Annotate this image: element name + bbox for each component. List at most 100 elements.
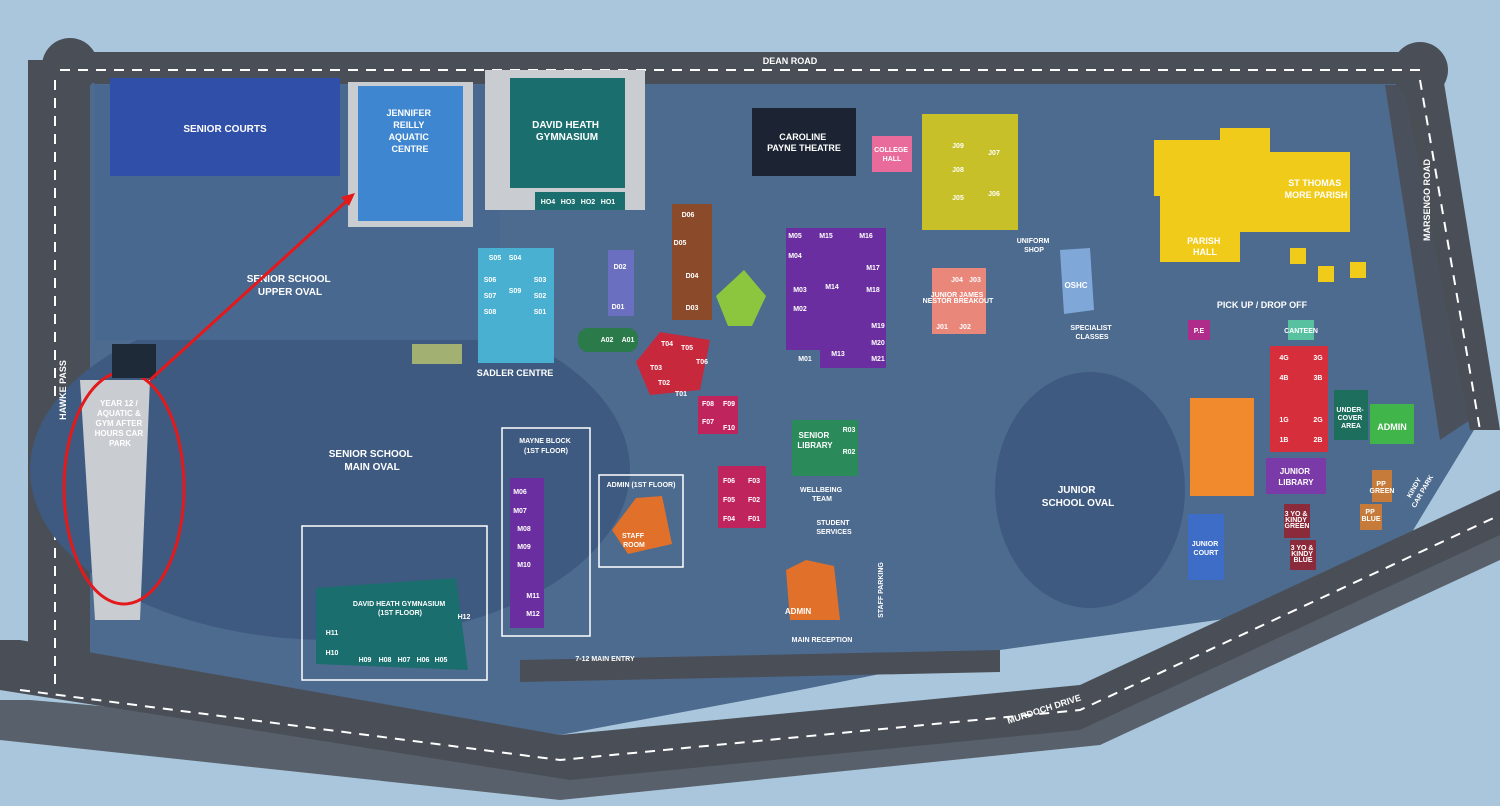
pickup-dropoff-label: PICK UP / DROP OFF [1217,300,1308,310]
room-label: M21 [871,356,885,363]
room-label: S09 [509,288,522,295]
main-reception-label: MAIN RECEPTION [792,637,853,644]
t-block [636,332,710,395]
caroline-payne-theatre [752,108,856,176]
mayne-block-frame [501,427,591,637]
room-label: F02 [748,497,760,504]
staff-parking-label: STAFF PARKING [878,562,885,618]
room-label: R03 [843,427,856,434]
room-label: S05 [489,255,502,262]
room-label: F03 [748,478,760,485]
senior-main-oval [30,300,630,640]
room-label: H08 [379,657,392,664]
d-annex [608,250,634,316]
room-label: J07 [988,150,1000,157]
admin-first-floor-frame [598,474,684,568]
j-block [922,114,1018,230]
room-label: M13 [831,351,845,358]
room-label: F08 [702,401,714,408]
room-label: H10 [326,650,339,657]
junior-admin-label: ADMIN [1377,422,1407,432]
room-label: D06 [682,212,695,219]
marsengo-road-label: MARSENGO ROAD [1422,159,1432,242]
room-label: H09 [359,657,372,664]
st-thomas-more-parish [1154,128,1350,262]
room-label: M17 [866,265,880,272]
room-label: F04 [723,516,735,523]
main-admin [786,560,840,620]
pp-blue-label: PP BLUE [1361,509,1380,523]
room-label: T05 [681,345,693,352]
chapel [716,270,766,326]
room-label: H12 [458,614,471,621]
room-label: H07 [398,657,411,664]
caroline-payne-label: CAROLINE PAYNE THEATRE [767,132,841,153]
room-label: M15 [819,233,833,240]
junior-admin [1370,404,1414,444]
aquatic-centre [358,86,463,221]
staff-room-label: STAFF ROOM [622,533,646,549]
room-label: J08 [952,167,964,174]
parish-square-1 [1290,248,1306,264]
room-label: F06 [723,478,735,485]
room-label: HO4 [541,199,556,206]
arrow-head [341,193,355,206]
room-label: T03 [650,365,662,372]
main-entry-label: 7-12 MAIN ENTRY [575,656,635,663]
room-label: 2B [1314,437,1323,444]
upper-oval-label: SENIOR SCHOOL UPPER OVAL [247,274,334,298]
st-thomas-label: ST THOMAS MORE PARISH [1285,178,1348,200]
pe-label: P.E [1194,328,1205,335]
gym-first-floor-label: DAVID HEATH GYMNASIUM (1ST FLOOR) [353,601,447,617]
room-label: M16 [859,233,873,240]
room-label: H05 [435,657,448,664]
f-block-south [718,466,766,528]
room-label: 1G [1279,417,1289,424]
room-label: D05 [674,240,687,247]
oshc-building [1060,248,1094,314]
junior-james-label: JUNIOR JAMES NESTOR BREAKOUT [923,292,994,305]
kindy-blue-label: 3 YO & KINDY BLUE [1291,545,1316,564]
undercover-label: UNDER- COVER AREA [1336,407,1365,430]
room-label: J01 [936,324,948,331]
room-label: S03 [534,277,547,284]
room-label: T04 [661,341,673,348]
room-label: M06 [513,489,527,496]
hawke-pass-label: HAWKE PASS [58,360,68,420]
kindy-green-label: 3 YO & KINDY GREEN [1285,511,1310,530]
sadler-court [412,344,462,364]
parish-square-2 [1318,266,1334,282]
room-label: M04 [788,253,802,260]
room-label: J09 [952,143,964,150]
year12-carpark-surface [80,380,150,620]
room-label: T06 [696,359,708,366]
gym-first-floor-frame [301,525,488,681]
room-label: S02 [534,293,547,300]
main-admin-label: ADMIN [785,607,811,616]
room-label: F09 [723,401,735,408]
junior-oval-label: JUNIOR SCHOOL OVAL [1042,485,1114,509]
kindy-blue [1290,540,1316,570]
parish-square-3 [1350,262,1366,278]
aquatic-centre-label: JENNIFER REILLY AQUATIC CENTRE [386,108,433,154]
f-block-north [698,396,738,434]
main-oval-label: SENIOR SCHOOL MAIN OVAL [329,449,416,473]
dean-road-label: DEAN ROAD [763,56,818,66]
pp-green [1372,470,1392,502]
undercover-area [1334,390,1368,440]
admin-first-floor-label: ADMIN (1ST FLOOR) [607,482,676,489]
a-block [578,328,638,352]
kindy-green [1284,504,1310,538]
senior-courts-label: SENIOR COURTS [183,124,267,135]
room-label: M20 [871,340,885,347]
room-label: H06 [417,657,430,664]
room-label: F10 [723,425,735,432]
junior-school-oval [995,372,1185,608]
mayne-block [510,478,544,628]
junior-library-label: JUNIOR LIBRARY [1278,467,1314,487]
junior-classrooms [1270,346,1328,452]
direction-arrow [148,196,352,382]
room-label: M07 [513,508,527,515]
room-label: D01 [612,304,625,311]
